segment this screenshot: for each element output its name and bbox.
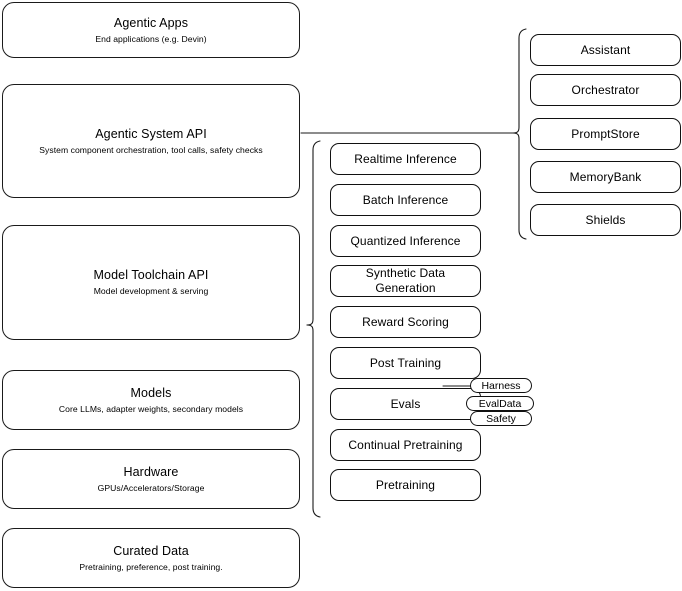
- layer-title: Hardware: [123, 464, 179, 479]
- toolchain-label: Pretraining: [375, 477, 436, 492]
- system-component-label: Assistant: [580, 42, 631, 57]
- system-component-promptstore[interactable]: PromptStore: [530, 118, 681, 150]
- toolchain-pretraining[interactable]: Pretraining: [330, 469, 481, 501]
- layer-subtitle: GPUs/Accelerators/Storage: [97, 482, 205, 493]
- eval-badge-label: Harness: [481, 379, 521, 392]
- eval-badge-label: Safety: [486, 412, 516, 425]
- system-component-label: Orchestrator: [571, 82, 640, 97]
- layer-subtitle: System component orchestration, tool cal…: [39, 144, 263, 155]
- eval-badge-harness[interactable]: Harness: [470, 378, 532, 393]
- layer-title: Agentic Apps: [113, 15, 189, 30]
- system-component-label: Shields: [585, 212, 626, 227]
- toolchain-label: Evals: [390, 396, 421, 411]
- layer-subtitle: Model development & serving: [93, 286, 209, 296]
- layer-hardware[interactable]: Hardware GPUs/Accelerators/Storage: [2, 449, 300, 509]
- eval-badge-evaldata[interactable]: EvalData: [466, 396, 534, 411]
- system-component-assistant[interactable]: Assistant: [530, 34, 681, 66]
- system-component-label: PromptStore: [571, 126, 640, 141]
- system-component-shields[interactable]: Shields: [530, 204, 681, 236]
- toolchain-synthetic-data-generation[interactable]: Synthetic Data Generation: [330, 265, 481, 297]
- system-component-orchestrator[interactable]: Orchestrator: [530, 74, 681, 106]
- toolchain-label: Batch Inference: [362, 192, 449, 207]
- toolchain-batch-inference[interactable]: Batch Inference: [330, 184, 481, 216]
- middle-brace-lower: [306, 324, 321, 518]
- layer-agentic-system-api[interactable]: Agentic System API System component orch…: [2, 84, 300, 198]
- layer-agentic-apps[interactable]: Agentic Apps End applications (e.g. Devi…: [2, 2, 300, 58]
- layer-subtitle: End applications (e.g. Devin): [95, 33, 207, 44]
- toolchain-label: Continual Pretraining: [348, 437, 463, 452]
- toolchain-continual-pretraining[interactable]: Continual Pretraining: [330, 429, 481, 461]
- toolchain-evals[interactable]: Evals: [330, 388, 481, 420]
- layer-subtitle: Pretraining, preference, post training.: [79, 561, 223, 572]
- layer-curated-data[interactable]: Curated Data Pretraining, preference, po…: [2, 528, 300, 588]
- layer-subtitle: Core LLMs, adapter weights, secondary mo…: [58, 403, 244, 414]
- toolchain-label: Synthetic Data Generation: [365, 266, 446, 295]
- layer-title: Curated Data: [113, 543, 189, 558]
- layer-title: Model Toolchain API: [93, 268, 209, 282]
- toolchain-post-training[interactable]: Post Training: [330, 347, 481, 379]
- toolchain-label: Post Training: [369, 355, 442, 370]
- layer-title: Agentic System API: [95, 126, 207, 141]
- toolchain-reward-scoring[interactable]: Reward Scoring: [330, 306, 481, 338]
- system-component-label: MemoryBank: [569, 169, 642, 184]
- right-brace-upper: [512, 28, 527, 134]
- eval-badge-safety[interactable]: Safety: [470, 411, 532, 426]
- toolchain-label: Reward Scoring: [362, 314, 449, 329]
- system-component-memorybank[interactable]: MemoryBank: [530, 161, 681, 193]
- toolchain-label: Quantized Inference: [350, 233, 461, 248]
- middle-brace-upper: [306, 140, 321, 326]
- layer-models[interactable]: Models Core LLMs, adapter weights, secon…: [2, 370, 300, 430]
- layer-title: Models: [130, 385, 172, 400]
- eval-badge-label: EvalData: [478, 397, 522, 410]
- toolchain-quantized-inference[interactable]: Quantized Inference: [330, 225, 481, 257]
- right-brace-lower: [512, 132, 527, 240]
- toolchain-label: Realtime Inference: [354, 151, 457, 166]
- layer-model-toolchain-api[interactable]: Model Toolchain API Model development & …: [2, 225, 300, 340]
- toolchain-realtime-inference[interactable]: Realtime Inference: [330, 143, 481, 175]
